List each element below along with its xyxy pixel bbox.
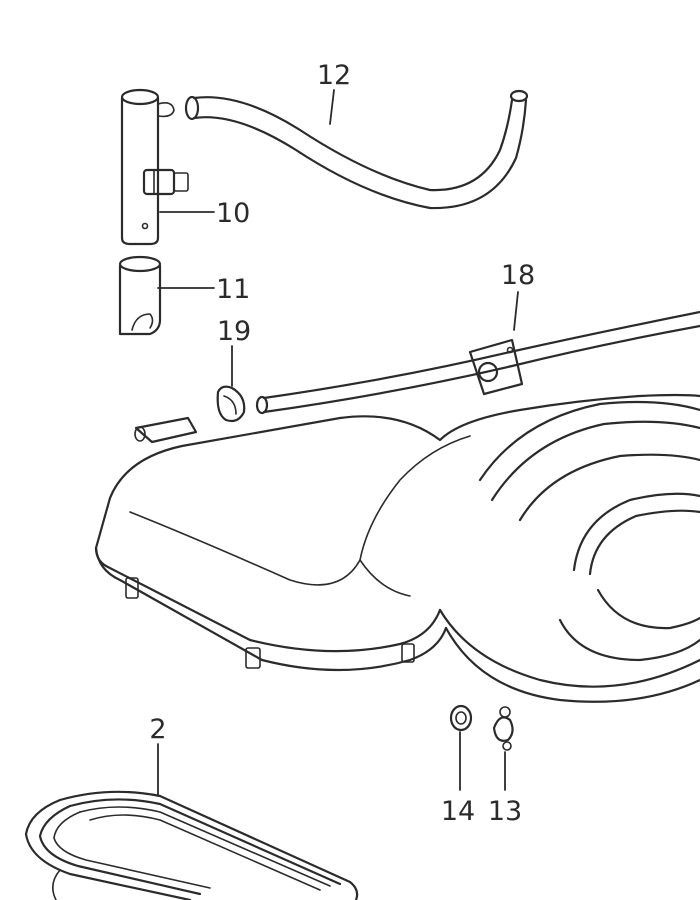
leader-12 xyxy=(329,89,335,125)
part-10-fitting xyxy=(120,88,189,246)
callout-14: 14 xyxy=(441,796,475,827)
callout-13: 13 xyxy=(488,796,522,827)
part-18-hose xyxy=(255,310,700,415)
part-12-hose xyxy=(184,89,529,210)
part-2-gasket xyxy=(24,790,359,900)
part-11-fitting xyxy=(118,255,162,336)
leader-18 xyxy=(513,291,519,331)
callout-11: 11 xyxy=(216,274,250,305)
callout-2: 2 xyxy=(149,714,166,745)
callout-10: 10 xyxy=(216,198,250,229)
callout-19: 19 xyxy=(217,316,251,347)
main-housing xyxy=(94,338,700,703)
part-19-clip xyxy=(216,385,246,423)
callout-12: 12 xyxy=(317,60,351,91)
part-14-washer xyxy=(449,704,473,732)
part-13-clip xyxy=(492,706,514,751)
leader-lines xyxy=(157,89,519,797)
callout-18: 18 xyxy=(501,260,535,291)
